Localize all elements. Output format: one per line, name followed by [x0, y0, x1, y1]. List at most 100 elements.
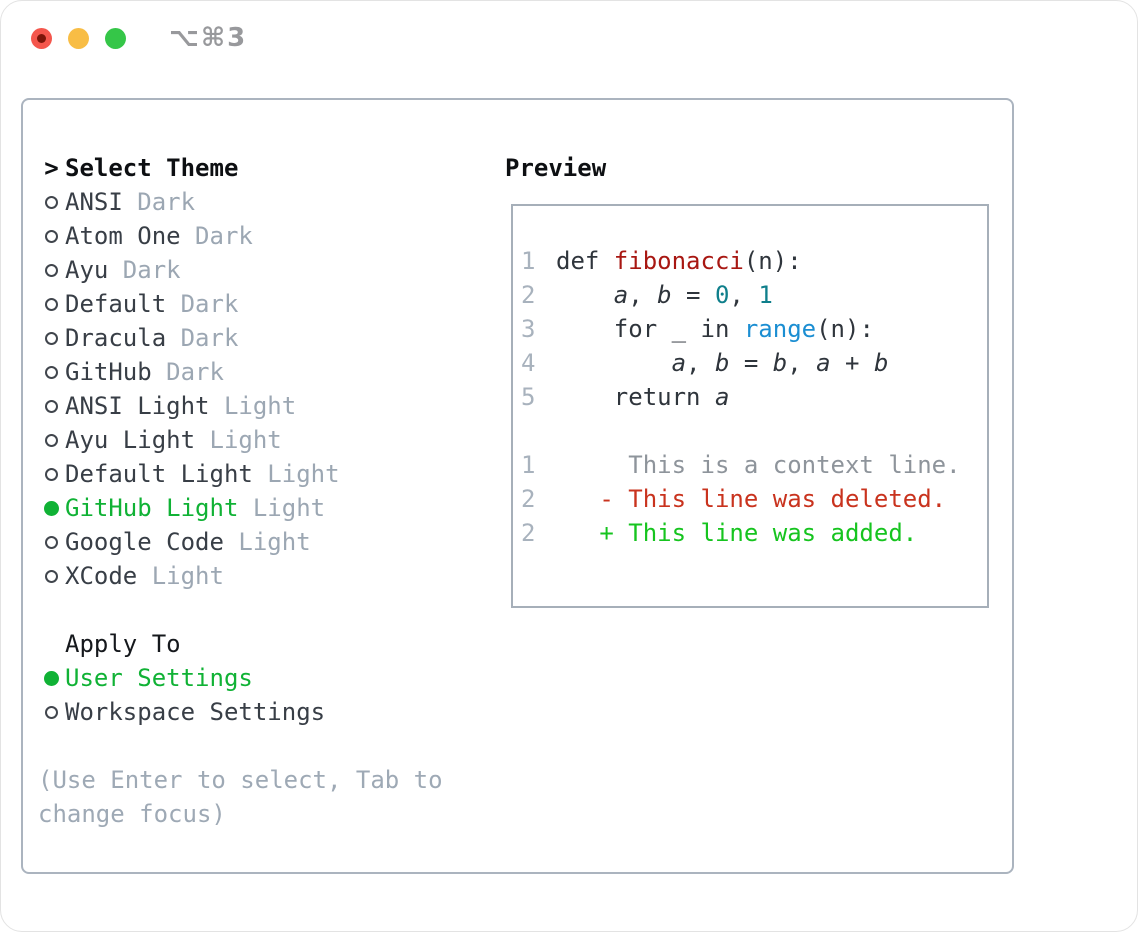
option-variant-label: Light	[238, 494, 326, 522]
code-token: =	[729, 349, 773, 377]
theme-option[interactable]: Google Code Light	[38, 525, 488, 559]
radio-marker	[38, 331, 65, 345]
code-line: 3 for _ in range(n):	[521, 312, 987, 346]
code-token: =	[671, 281, 715, 309]
code-token: b	[657, 281, 672, 309]
radio-marker	[38, 263, 65, 277]
theme-option[interactable]: ANSI Light Light	[38, 389, 488, 423]
radio-marker	[38, 195, 65, 209]
line-number: 1	[521, 247, 536, 275]
titlebar: ⌥⌘3	[1, 1, 1137, 77]
option-label: GitHub Light	[65, 494, 239, 522]
radio-marker	[38, 433, 65, 447]
theme-option[interactable]: ANSI Dark	[38, 185, 488, 219]
option-variant-label: Dark	[122, 188, 196, 216]
code-token: ,	[628, 281, 658, 309]
code-line: 2 a, b = 0, 1	[521, 278, 987, 312]
radio-icon	[45, 467, 58, 481]
option-label: Default Light	[65, 460, 253, 488]
code-token: return	[556, 383, 715, 411]
theme-option[interactable]: Ayu Dark	[38, 253, 488, 287]
apply-to-option[interactable]: Workspace Settings	[38, 695, 488, 729]
theme-option[interactable]: GitHub Light Light	[38, 491, 488, 525]
radio-marker	[38, 535, 65, 549]
line-number: 3	[521, 315, 536, 343]
option-label: Dracula	[65, 324, 167, 352]
apply-to-title: Apply To	[65, 630, 181, 658]
code-token: - This line was deleted.	[556, 485, 947, 513]
option-label: ANSI	[65, 188, 123, 216]
preview-title: Preview	[505, 154, 607, 182]
minimize-button[interactable]	[68, 28, 89, 49]
theme-option[interactable]: Default Dark	[38, 287, 488, 321]
option-label: Workspace Settings	[65, 698, 326, 726]
theme-option[interactable]: Default Light Light	[38, 457, 488, 491]
code-line: 2 - This line was deleted.	[521, 482, 987, 516]
option-variant-label: Dark	[166, 290, 239, 318]
code-token: def	[556, 247, 614, 275]
spacer	[38, 593, 488, 627]
option-variant-label: Dark	[180, 222, 253, 250]
line-number: 2	[521, 281, 536, 309]
option-label: Ayu	[65, 256, 109, 284]
radio-marker	[38, 399, 65, 413]
line-number: 4	[521, 349, 536, 377]
prompt-icon: >	[44, 154, 59, 182]
code-token	[556, 281, 614, 309]
code-token: b	[772, 349, 788, 377]
radio-marker	[38, 670, 65, 686]
radio-icon	[45, 229, 58, 243]
spacer	[38, 729, 488, 763]
close-button[interactable]	[31, 28, 52, 49]
line-number: 5	[521, 383, 536, 411]
option-label: Google Code	[65, 528, 224, 556]
code-token: a	[816, 349, 831, 377]
option-variant-label: Light	[209, 392, 297, 420]
theme-option[interactable]: XCode Light	[38, 559, 488, 593]
code-token: b	[873, 349, 889, 377]
option-label: Default	[65, 290, 167, 318]
code-token: b	[714, 349, 730, 377]
close-button-dot	[37, 34, 46, 43]
code-token: 1	[758, 281, 773, 309]
option-variant-label: Dark	[151, 358, 224, 386]
code-token: +	[830, 349, 874, 377]
radio-selected-icon	[44, 500, 59, 516]
code-token: ,	[787, 349, 817, 377]
option-label: ANSI Light	[65, 392, 210, 420]
select-theme-header: >Select Theme	[38, 151, 488, 185]
code-token: for _ in	[556, 315, 744, 343]
code-token: ,	[686, 349, 715, 377]
code-token	[556, 349, 672, 377]
theme-option[interactable]: Ayu Light Light	[38, 423, 488, 457]
theme-option[interactable]: Atom One Dark	[38, 219, 488, 253]
option-label: Atom One	[65, 222, 181, 250]
window-title: ⌥⌘3	[169, 23, 248, 53]
code-token: range	[743, 315, 817, 343]
code-line: 1 This is a context line.	[521, 448, 987, 482]
radio-icon	[45, 535, 58, 549]
code-token: fibonacci	[613, 247, 744, 275]
radio-icon	[45, 263, 58, 277]
radio-selected-icon	[44, 670, 59, 686]
apply-to-option[interactable]: User Settings	[38, 661, 488, 695]
line-number: 2	[521, 519, 536, 547]
option-variant-label: Light	[223, 528, 311, 556]
code-token: (n):	[816, 315, 874, 343]
radio-icon	[45, 195, 58, 209]
zoom-button[interactable]	[105, 28, 126, 49]
radio-icon	[45, 297, 58, 311]
code-token: This is a context line.	[556, 451, 961, 479]
option-variant-label: Light	[252, 460, 340, 488]
traffic-lights	[31, 28, 126, 49]
radio-marker	[38, 365, 65, 379]
code-line: 4 a, b = b, a + b	[521, 346, 987, 380]
theme-option[interactable]: GitHub Dark	[38, 355, 488, 389]
theme-option[interactable]: Dracula Dark	[38, 321, 488, 355]
